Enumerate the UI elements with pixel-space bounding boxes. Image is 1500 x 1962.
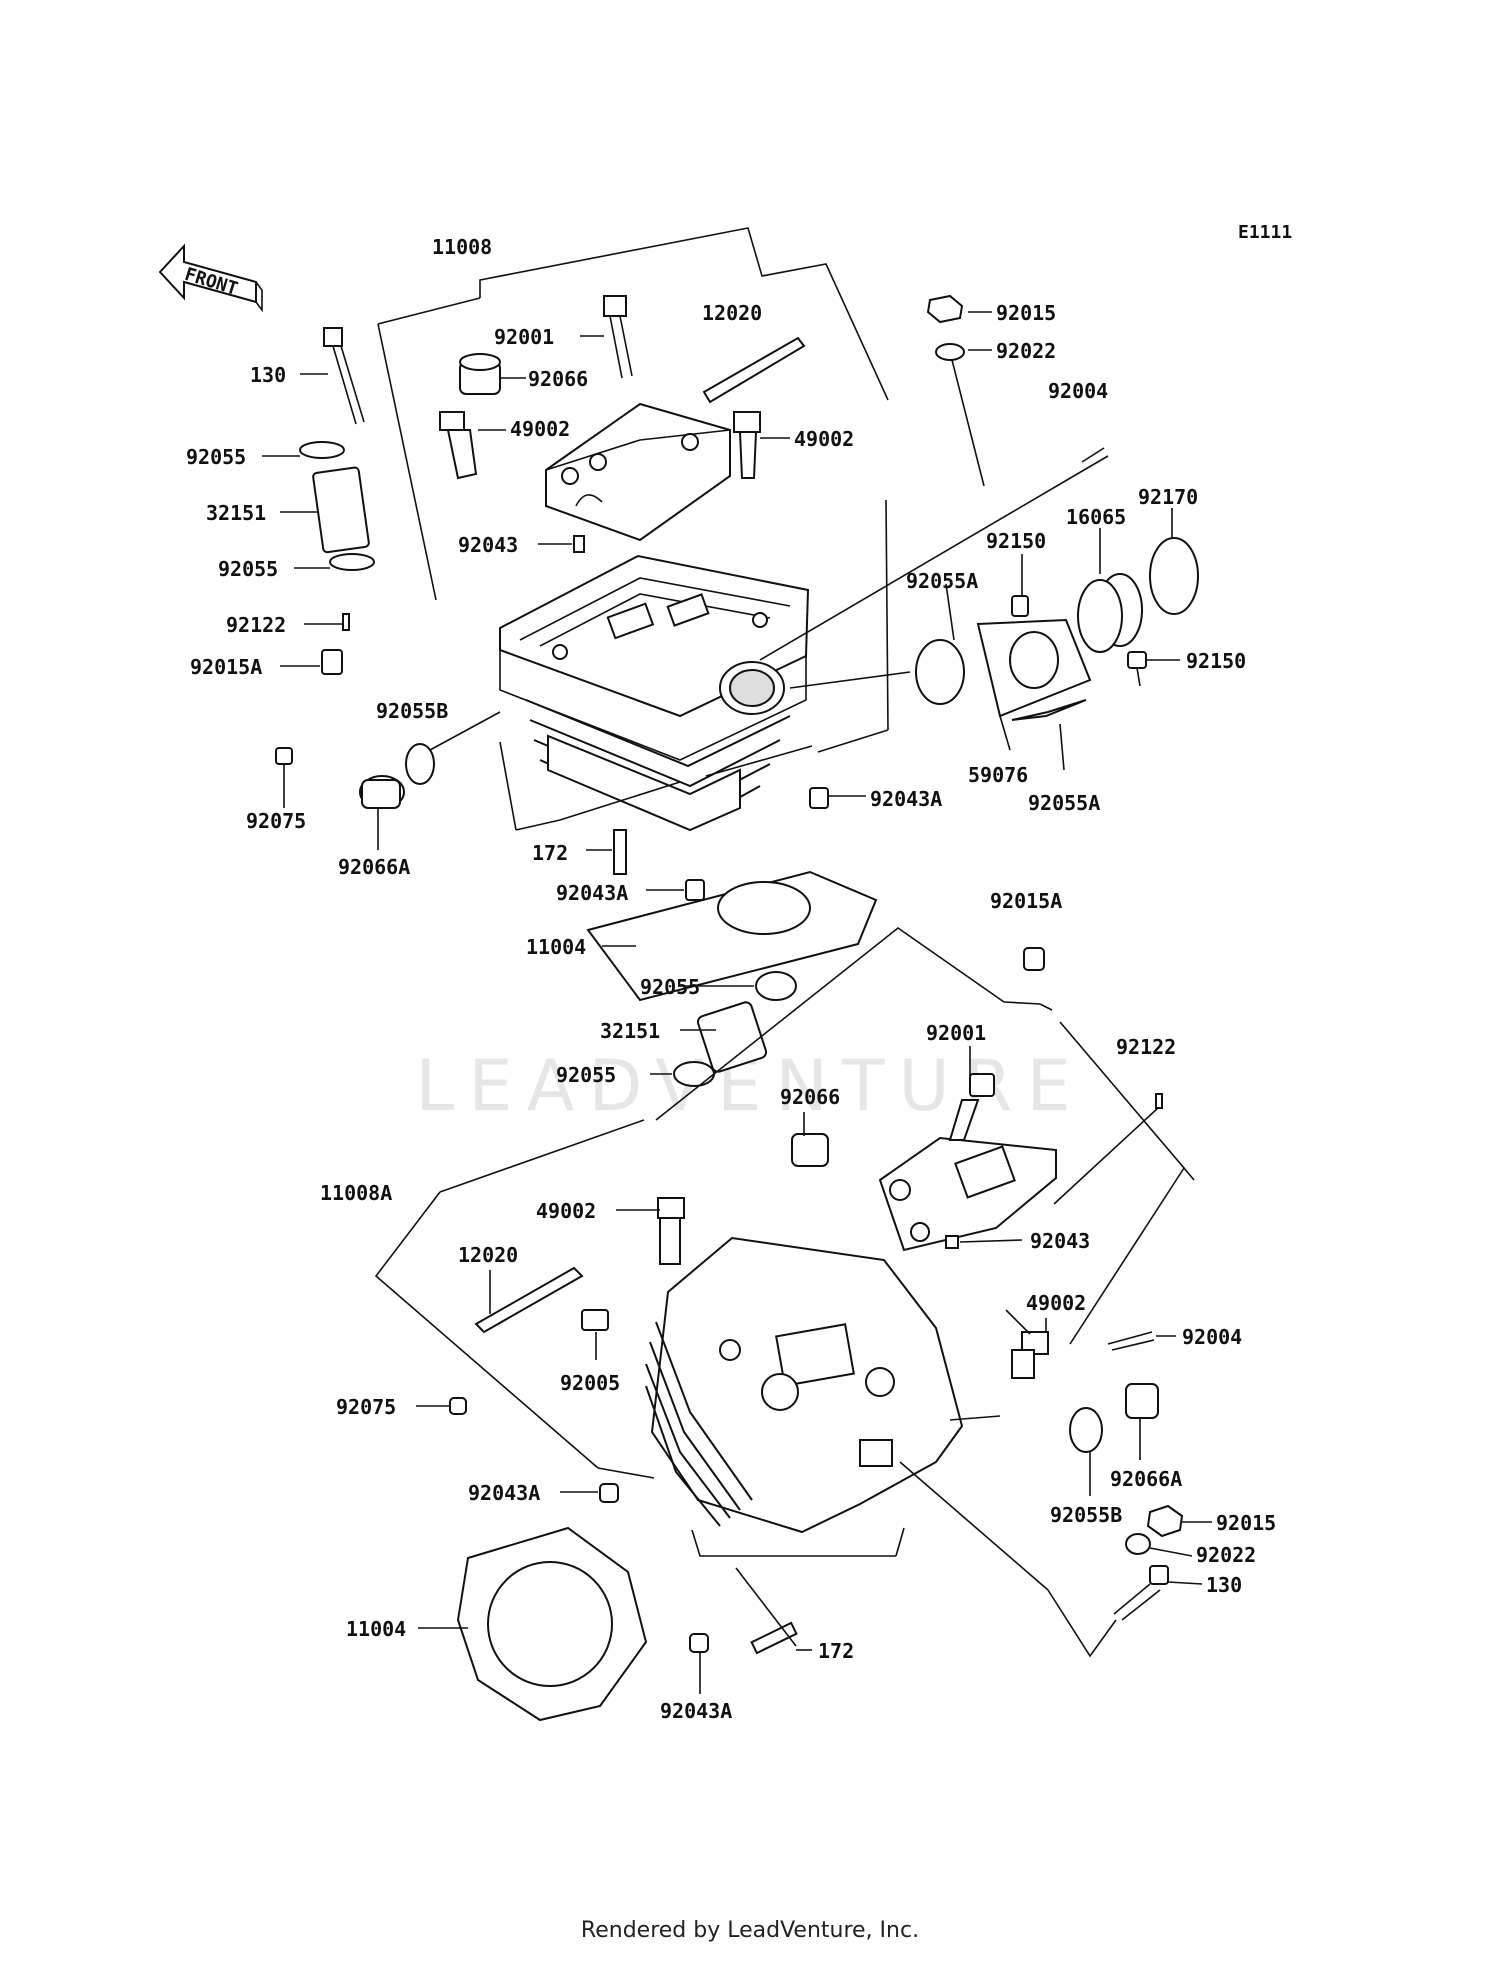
part-label: 92043A bbox=[556, 881, 628, 905]
part-label: 59076 bbox=[968, 763, 1028, 787]
part-label: 49002 bbox=[510, 417, 570, 441]
part-label: 92055A bbox=[1028, 791, 1100, 815]
part-label: 49002 bbox=[1026, 1291, 1086, 1315]
part-label: 92043A bbox=[660, 1699, 732, 1723]
part-label: 92055B bbox=[1050, 1503, 1122, 1527]
part-label: 11004 bbox=[346, 1617, 406, 1641]
part-label: 11008 bbox=[432, 235, 492, 259]
part-label: 92043 bbox=[1030, 1229, 1090, 1253]
part-label: 92004 bbox=[1182, 1325, 1242, 1349]
leader-lines bbox=[262, 227, 1212, 1694]
part-label: 12020 bbox=[702, 301, 762, 325]
rocker-holder-upper bbox=[545, 402, 731, 542]
front-arrow-icon: FRONT bbox=[158, 243, 263, 313]
part-label: 92055 bbox=[556, 1063, 616, 1087]
part-label: 92001 bbox=[926, 1021, 986, 1045]
part-label: 92170 bbox=[1138, 485, 1198, 509]
part-label: 92055 bbox=[218, 557, 278, 581]
part-label: 32151 bbox=[206, 501, 266, 525]
footer-credit: Rendered by LeadVenture, Inc. bbox=[580, 1918, 920, 1943]
part-label: 12020 bbox=[458, 1243, 518, 1267]
part-label: 92015A bbox=[190, 655, 262, 679]
part-label: 92015 bbox=[1216, 1511, 1276, 1535]
part-label: 130 bbox=[250, 363, 286, 387]
part-label: 92001 bbox=[494, 325, 554, 349]
part-label: 92055B bbox=[376, 699, 448, 723]
part-label: 92055 bbox=[640, 975, 700, 999]
part-label: 92015A bbox=[990, 889, 1062, 913]
part-label: 92004 bbox=[1048, 379, 1108, 403]
front-cylinder-head bbox=[645, 1236, 964, 1534]
part-label: 92015 bbox=[996, 301, 1056, 325]
part-label: 92022 bbox=[1196, 1543, 1256, 1567]
lower-small-parts bbox=[449, 1073, 1184, 1722]
part-label: 92043 bbox=[458, 533, 518, 557]
rocker-holder-lower bbox=[878, 1136, 1057, 1252]
part-label: 92075 bbox=[336, 1395, 396, 1419]
part-label: 49002 bbox=[536, 1199, 596, 1223]
part-label: 92122 bbox=[1116, 1035, 1176, 1059]
part-label: 92150 bbox=[986, 529, 1046, 553]
part-label: 92075 bbox=[246, 809, 306, 833]
part-label: 92043A bbox=[468, 1481, 540, 1505]
middle-gasket-sleeve bbox=[586, 870, 1045, 1087]
upper-small-parts bbox=[275, 294, 1199, 901]
part-label: 92122 bbox=[226, 613, 286, 637]
part-label: 16065 bbox=[1066, 505, 1126, 529]
part-label: 92055 bbox=[186, 445, 246, 469]
diagram-code: E1111 bbox=[1238, 222, 1293, 243]
part-labels: 11008 130 92001 92066 12020 92015 92022 … bbox=[186, 235, 1276, 1723]
part-label: 11008A bbox=[320, 1181, 392, 1205]
part-label: 92066A bbox=[1110, 1467, 1182, 1491]
part-label: 92066A bbox=[338, 855, 410, 879]
part-label: 92043A bbox=[870, 787, 942, 811]
part-label: 32151 bbox=[600, 1019, 660, 1043]
part-label: 92066 bbox=[780, 1085, 840, 1109]
part-label: 92150 bbox=[1186, 649, 1246, 673]
part-label: 49002 bbox=[794, 427, 854, 451]
part-label: 11004 bbox=[526, 935, 586, 959]
part-label: 92055A bbox=[906, 569, 978, 593]
part-label: 92066 bbox=[528, 367, 588, 391]
part-label: 92005 bbox=[560, 1371, 620, 1395]
part-label: 172 bbox=[818, 1639, 854, 1663]
part-label: 130 bbox=[1206, 1573, 1242, 1597]
part-label: 92022 bbox=[996, 339, 1056, 363]
part-label: 172 bbox=[532, 841, 568, 865]
rear-cylinder-head bbox=[499, 554, 810, 832]
